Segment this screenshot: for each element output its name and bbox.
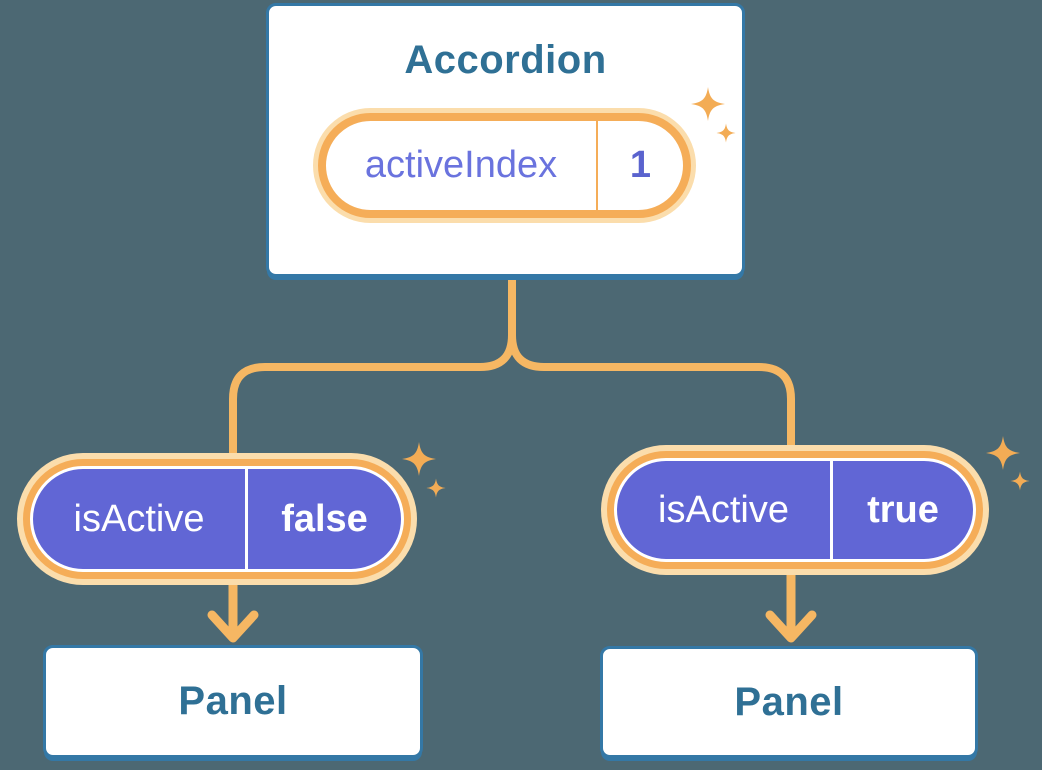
state-pill: activeIndex 1: [318, 113, 691, 218]
arrow-down-icon-left: [207, 575, 259, 643]
prop-pill-right: isActive true: [614, 458, 976, 562]
accordion-card: Accordion activeIndex 1: [266, 3, 745, 277]
prop-pill-right-label: isActive: [658, 488, 789, 531]
prop-pill-right-divider: [830, 461, 833, 559]
panel-left-title: Panel: [178, 679, 288, 723]
accordion-title: Accordion: [404, 38, 607, 82]
prop-pill-right-value: true: [867, 488, 939, 531]
panel-card-left: Panel: [43, 645, 423, 758]
panel-right-title: Panel: [734, 679, 844, 724]
sparkle-icon-right-pill: [986, 436, 1030, 491]
connector-branch-left: [229, 270, 516, 462]
prop-pill-left-label: isActive: [73, 497, 205, 540]
state-pill-label: activeIndex: [364, 144, 558, 186]
prop-pill-left-divider: [245, 469, 248, 569]
prop-pill-left: isActive false: [30, 466, 404, 572]
connector-branch-right: [508, 270, 795, 455]
arrow-down-icon-right: [765, 567, 817, 643]
state-pill-value: 1: [629, 144, 652, 186]
state-pill-divider: [596, 121, 598, 210]
panel-card-right: Panel: [600, 646, 978, 758]
sparkle-icon-left-pill: [402, 442, 446, 498]
prop-pill-left-value: false: [281, 497, 368, 540]
